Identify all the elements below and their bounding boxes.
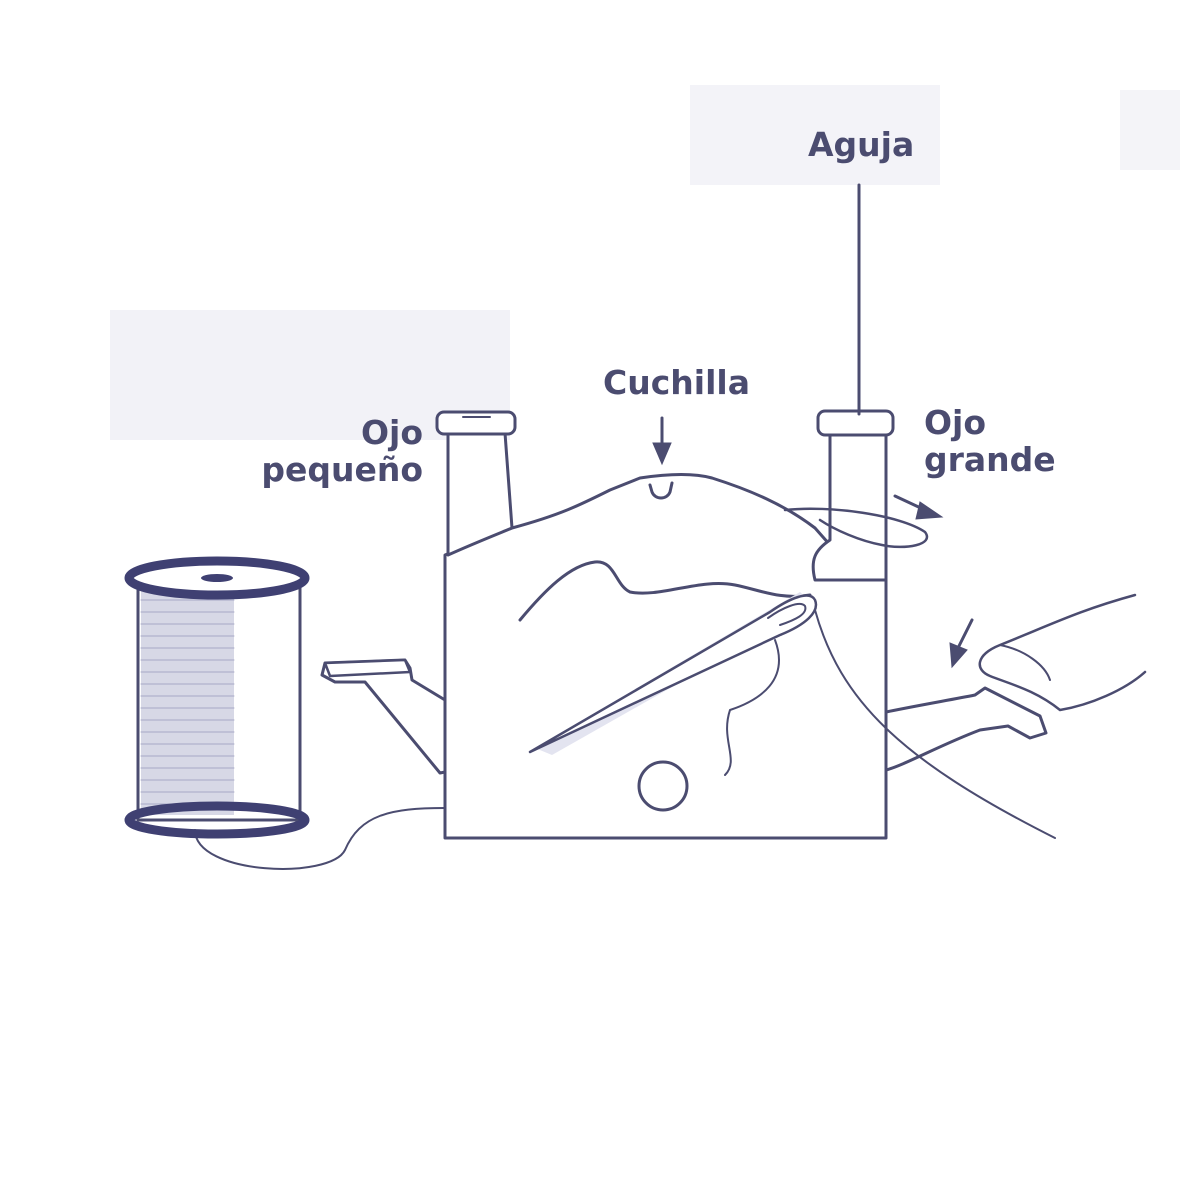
label-ojo-pequeno-line1: Ojo	[360, 413, 423, 452]
label-ojo-grande-line2: grande	[924, 440, 1056, 479]
thread	[194, 807, 446, 870]
large-eye-column	[811, 430, 888, 582]
left-platform	[320, 658, 447, 775]
threaded-loop	[783, 507, 929, 549]
label-cuchilla: Cuchilla	[603, 363, 750, 402]
label-ojo-pequeno: Ojo pequeño	[253, 414, 423, 488]
label-ojo-pequeno-line2: pequeño	[261, 450, 423, 489]
blade-notch	[648, 481, 674, 500]
large-eye-arrow-icon	[893, 494, 944, 520]
sewing-needle	[528, 594, 818, 754]
blade-arrow-icon	[652, 416, 672, 466]
large-eye-cap	[816, 409, 895, 437]
spool	[124, 556, 310, 839]
small-eye-column	[446, 431, 514, 557]
body-hole	[637, 760, 689, 812]
label-aguja: Aguja	[808, 125, 915, 164]
press-arrow-icon	[949, 618, 974, 669]
small-eye-cap	[435, 410, 517, 436]
background-shading	[110, 85, 1180, 440]
label-ojo-grande: Ojo grande	[924, 404, 1056, 478]
fingertip	[978, 593, 1147, 712]
inner-thread	[518, 560, 812, 622]
right-lever	[884, 686, 1048, 772]
label-ojo-grande-line1: Ojo	[924, 403, 987, 442]
